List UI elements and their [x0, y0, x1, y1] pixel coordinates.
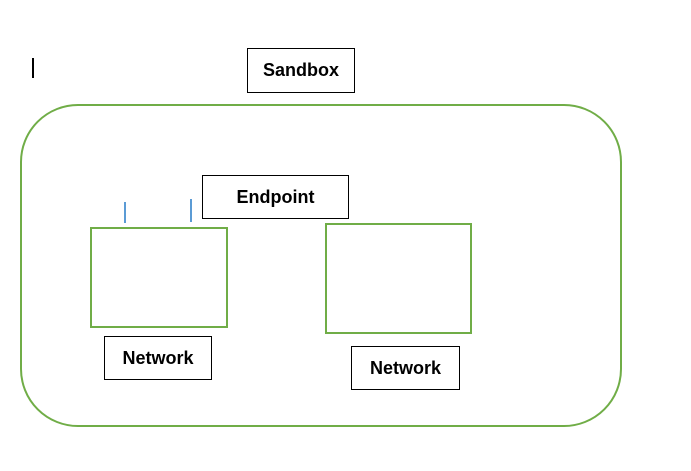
endpoint-label: Endpoint — [202, 175, 349, 219]
network-box-right — [325, 223, 472, 334]
network-box-left — [90, 227, 228, 328]
sandbox-container — [20, 104, 622, 427]
endpoint-tick-right — [190, 199, 192, 222]
text-cursor-mark — [32, 58, 34, 78]
sandbox-label: Sandbox — [247, 48, 355, 93]
endpoint-tick-left — [124, 202, 126, 223]
network-label-left: Network — [104, 336, 212, 380]
network-label-right: Network — [351, 346, 460, 390]
